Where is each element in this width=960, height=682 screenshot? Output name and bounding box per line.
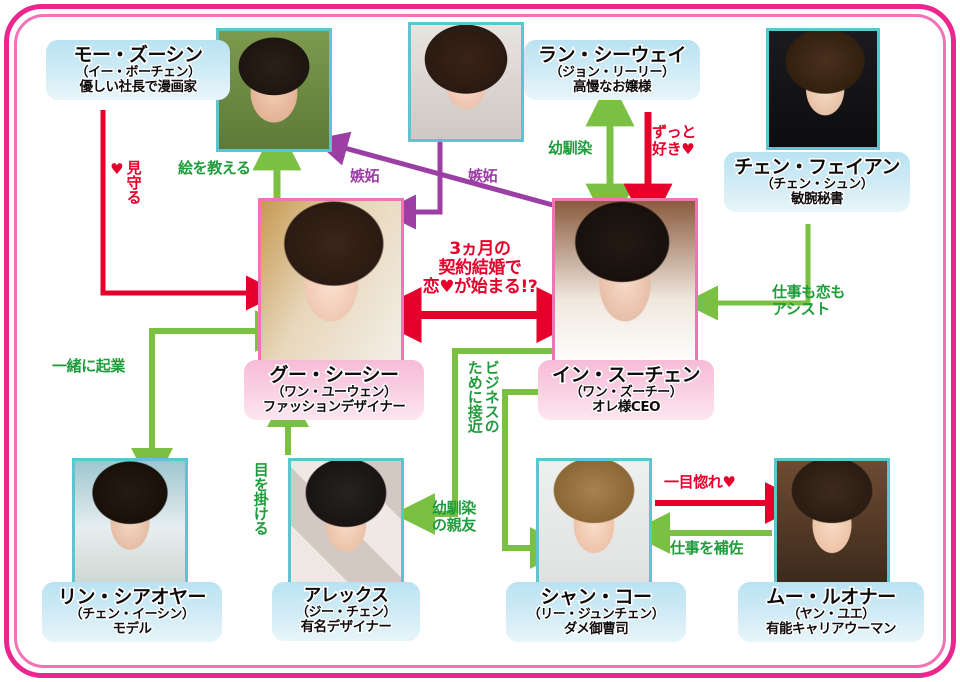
character-actor: （ヤン・ユエ） [786,606,876,622]
character-actor: （チェン・シュン） [760,176,875,192]
relation-label-kigyou: 一緒に起業 [52,357,126,375]
photo-lan-siwei[interactable] [408,22,524,142]
label-yin-suchen[interactable]: イン・スーチェン （ワン・ズーチー） オレ様CEO [538,360,714,421]
arrow-shitto-lan-to-gu [381,142,443,230]
character-name: モー・ズーシン [72,44,205,67]
arrow-shinyuu-down [502,440,572,569]
character-actor: （イー・ボーチェン） [74,64,202,80]
photo-image [291,461,401,583]
relation-label-shitto-2: 嫉妬 [468,167,498,185]
relation-label-hosa: 仕事を補佐 [670,539,744,557]
photo-image [219,31,329,149]
character-role: ダメ御曹司 [562,620,630,637]
character-name: イン・スーチェン [550,364,702,387]
label-lin-xiaoya[interactable]: リン・シアオヤー （チェン・イーシン） モデル [42,582,222,643]
photo-chen-feian[interactable] [766,28,880,150]
label-lan-siwei[interactable]: ラン・シーウェイ （ジョン・リーリー） 高慢なお嬢様 [524,40,700,101]
character-role: オレ様CEO [591,398,662,415]
character-name: チェン・フェイアン [733,156,902,179]
character-actor: （リー・ジュンチェン） [527,606,666,622]
character-actor: （ワン・ズーチー） [569,384,684,400]
character-role: 敏腕秘書 [790,190,845,207]
character-name: シャン・コー [539,586,654,609]
relation-label-zutto-suki: ずっと 好き♥ [652,123,696,158]
relation-label-assist: 仕事も恋も アシスト [772,283,846,318]
photo-image [769,31,877,147]
character-name: グー・シーシー [268,364,401,387]
photo-image [75,461,185,583]
character-role: モデル [111,620,153,637]
label-mu-luona[interactable]: ムー・ルオナー （ヤン・ユエ） 有能キャリアウーマン [738,582,924,643]
character-actor: （チェン・イーシン） [68,606,196,622]
character-role: 優しい社長で漫画家 [78,78,198,95]
photo-image [411,25,521,139]
photo-image [261,201,401,365]
photo-image [555,201,695,365]
label-alex[interactable]: アレックス （ジー・チェン） 有名デザイナー [272,582,420,641]
relation-label-mimamoru: 見守る ♥ [107,160,143,204]
character-name: ラン・シーウェイ [536,44,688,67]
character-name: ムー・ルオナー [765,586,898,609]
photo-yin-suchen[interactable] [552,198,698,368]
relation-label-e-o-oshieru: 絵を教える [178,159,251,177]
character-name: リン・シアオヤー [56,586,208,609]
character-actor: （ジョン・リーリー） [548,64,676,80]
label-chen-feian[interactable]: チェン・フェイアン （チェン・シュン） 敏腕秘書 [724,152,910,213]
relation-label-osananajimi: 幼馴染 [548,139,592,157]
relation-label-business: ビジネスの ために接近 [465,360,501,434]
photo-shan-ke[interactable] [536,458,652,586]
photo-mu-luona[interactable] [774,458,890,586]
photo-gu-xixi[interactable] [258,198,404,368]
relation-label-keiyaku: 3ヵ月の 契約結婚で 恋♥が始まる!? [422,239,538,298]
label-mo-zuxin[interactable]: モー・ズーシン （イー・ボーチェン） 優しい社長で漫画家 [46,40,230,101]
character-role: 有能キャリアウーマン [765,620,898,637]
relation-label-hitomebore: 一目惚れ♥ [664,473,736,491]
relation-label-me-o-kakeru: 目を掛ける [251,462,270,536]
character-actor: （ジー・チェン） [295,604,398,620]
character-actor: （ワン・ユーウェン） [270,384,398,400]
character-role: 高慢なお嬢様 [572,78,653,95]
photo-image [539,461,649,583]
character-role: 有名デザイナー [299,618,393,636]
relation-label-shinyuu: 幼馴染 の親友 [432,499,476,534]
label-gu-xixi[interactable]: グー・シーシー （ワン・ユーウェン） ファッションデザイナー [244,360,424,421]
character-name: アレックス [302,585,390,607]
photo-alex[interactable] [288,458,404,586]
photo-image [777,461,887,583]
photo-mo-zuxin[interactable] [216,28,332,152]
relation-label-shitto-1: 嫉妬 [350,167,380,185]
character-role: ファッションデザイナー [261,398,407,415]
label-shan-ke[interactable]: シャン・コー （リー・ジュンチェン） ダメ御曹司 [506,582,686,643]
photo-lin-xiaoya[interactable] [72,458,188,586]
